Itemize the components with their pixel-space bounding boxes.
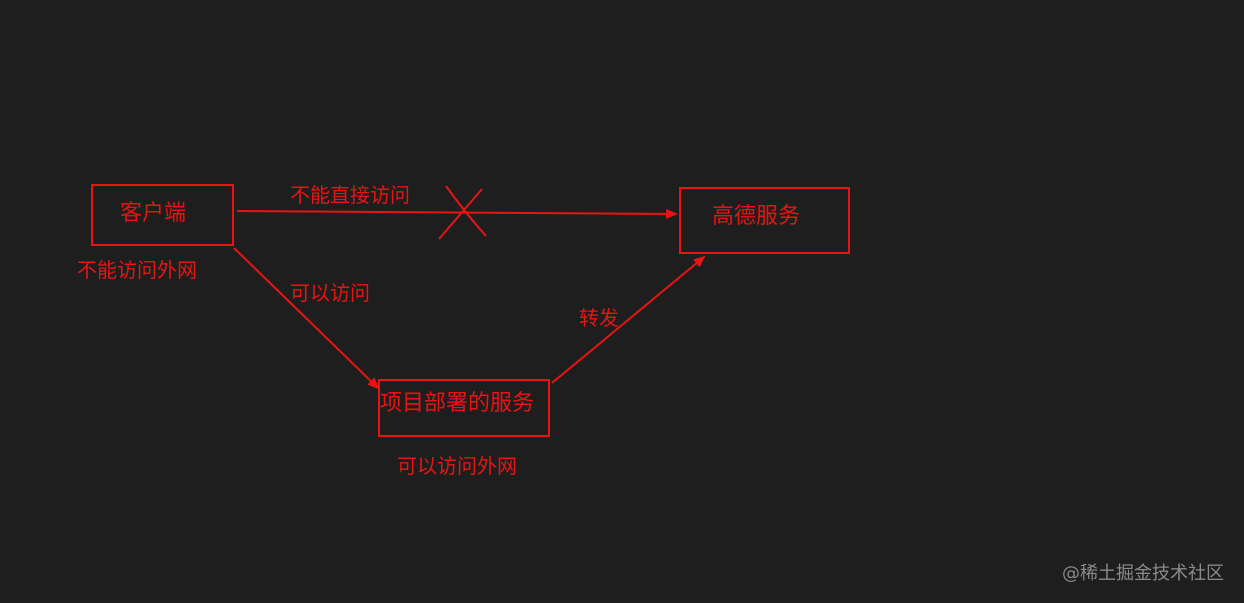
edge-label-client-to-project: 可以访问: [290, 281, 370, 305]
arrow-client-to-gaode: [236, 208, 678, 219]
arrow-client-to-project: [233, 247, 380, 390]
blocked-cross-mark: [438, 185, 487, 240]
gaode-label: 高德服务: [712, 204, 801, 229]
watermark: @稀土掘金技术社区: [1062, 563, 1224, 584]
project-box: [378, 379, 550, 437]
edge-label-client-to-gaode: 不能直接访问: [290, 183, 410, 207]
project-note: 可以访问外网: [397, 454, 517, 478]
project-label: 项目部署的服务: [380, 391, 535, 416]
client-label: 客户端: [120, 201, 187, 226]
edge-label-project-to-gaode: 转发: [579, 306, 619, 330]
gaode-box: [679, 187, 850, 254]
client-note: 不能访问外网: [77, 258, 197, 282]
arrow-project-to-gaode: [551, 255, 706, 384]
client-box: [91, 184, 234, 246]
